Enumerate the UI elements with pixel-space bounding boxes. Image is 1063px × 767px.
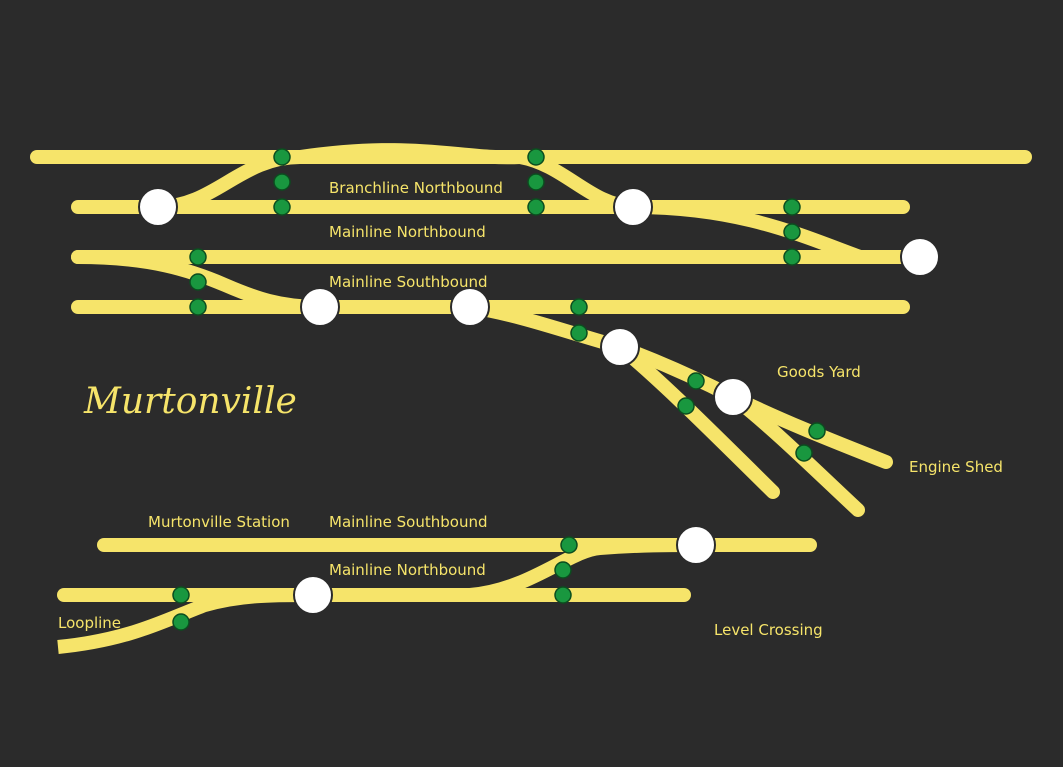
- label-branchline-northbound: Branchline Northbound: [329, 179, 503, 197]
- track-sensor[interactable]: [677, 397, 695, 415]
- station-crossover: [463, 538, 703, 602]
- track-sensor[interactable]: [273, 173, 291, 191]
- label-mainline-southbound-upper: Mainline Southbound: [329, 273, 487, 291]
- track-sensor[interactable]: [795, 444, 813, 462]
- layout-title: Murtonville: [83, 381, 297, 422]
- lower-points: [293, 525, 716, 615]
- crossover-east-middle: [626, 200, 867, 264]
- turnout-point[interactable]: [600, 327, 640, 367]
- track-sensor[interactable]: [570, 298, 588, 316]
- track-sensor[interactable]: [783, 198, 801, 216]
- label-goods-yard: Goods Yard: [777, 363, 861, 381]
- turnout-point[interactable]: [676, 525, 716, 565]
- label-mainline-southbound-lower: Mainline Southbound: [329, 513, 487, 531]
- turnout-point[interactable]: [138, 187, 178, 227]
- track-sensor[interactable]: [783, 223, 801, 241]
- label-murtonville-station: Murtonville Station: [148, 513, 290, 531]
- turnout-point[interactable]: [713, 377, 753, 417]
- turnout-point[interactable]: [613, 187, 653, 227]
- track-sensor[interactable]: [273, 148, 291, 166]
- labels: Murtonville Branchline Northbound Mainli…: [58, 179, 1003, 639]
- track-sensor[interactable]: [783, 248, 801, 266]
- track-sensor[interactable]: [570, 324, 588, 342]
- turnout-point[interactable]: [293, 575, 333, 615]
- track-sensor[interactable]: [527, 173, 545, 191]
- loopline-track: [57, 588, 314, 654]
- label-loopline: Loopline: [58, 614, 121, 632]
- label-mainline-northbound-lower: Mainline Northbound: [329, 561, 486, 579]
- turnout-point[interactable]: [300, 287, 340, 327]
- turnout-point[interactable]: [450, 287, 490, 327]
- label-level-crossing: Level Crossing: [714, 621, 823, 639]
- crossover-top-hump: [293, 143, 527, 165]
- track-sensor[interactable]: [189, 248, 207, 266]
- track-sensor[interactable]: [554, 561, 572, 579]
- turnout-point[interactable]: [900, 237, 940, 277]
- label-mainline-northbound-upper: Mainline Northbound: [329, 223, 486, 241]
- track-sensor[interactable]: [527, 198, 545, 216]
- track-sensor[interactable]: [189, 273, 207, 291]
- upper-points: [138, 187, 940, 417]
- lower-sensors: [172, 536, 578, 631]
- track-sensor[interactable]: [527, 148, 545, 166]
- track-sensor[interactable]: [554, 586, 572, 604]
- track-sensor[interactable]: [172, 586, 190, 604]
- track-sensor[interactable]: [273, 198, 291, 216]
- track-sensor[interactable]: [687, 372, 705, 390]
- upper-sensors: [189, 148, 826, 462]
- track-sensor[interactable]: [172, 613, 190, 631]
- track-sensor[interactable]: [808, 422, 826, 440]
- crossover-west-lower: [71, 250, 327, 314]
- track-sensor[interactable]: [189, 298, 207, 316]
- track-sensor[interactable]: [560, 536, 578, 554]
- label-engine-shed: Engine Shed: [909, 458, 1003, 476]
